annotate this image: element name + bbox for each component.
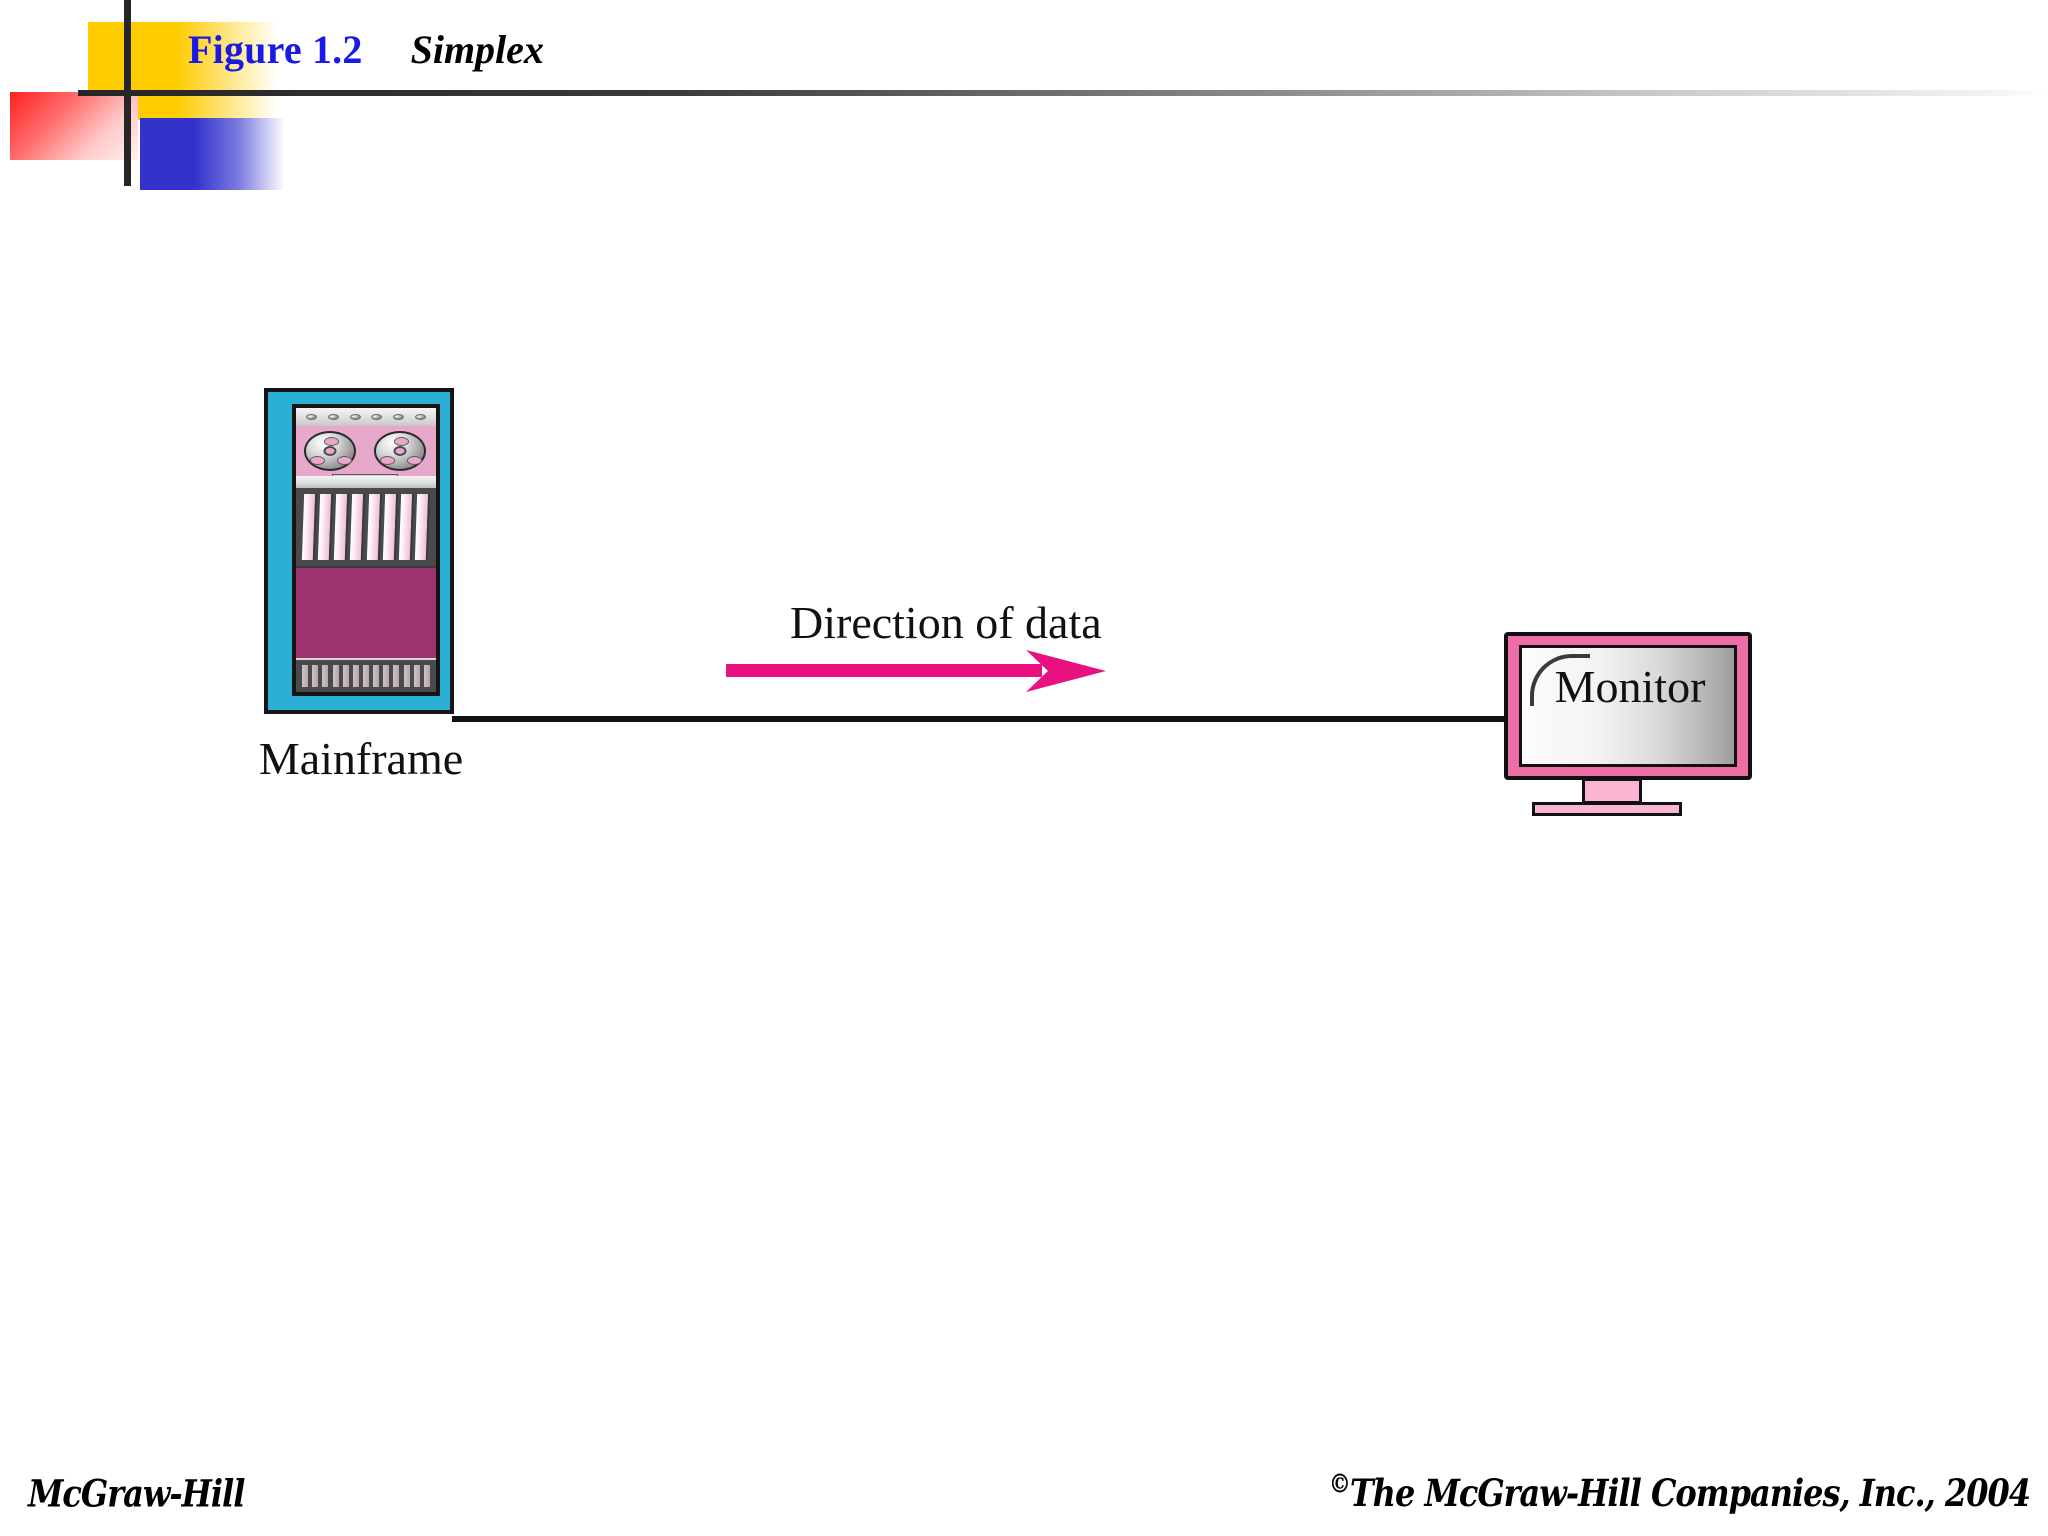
mainframe-knob-icon xyxy=(349,414,361,420)
mainframe-body-panel xyxy=(296,566,436,658)
decoration-block-red xyxy=(10,92,138,160)
reel-spoke xyxy=(324,437,339,446)
mainframe-slot xyxy=(402,664,411,688)
monitor-screen xyxy=(1519,645,1737,767)
mainframe-slot xyxy=(372,664,381,688)
mainframe-slot xyxy=(382,494,398,560)
mainframe-slot xyxy=(392,664,401,688)
footer-copyright-text: The McGraw-Hill Companies, Inc., 2004 xyxy=(1349,1471,2031,1516)
mainframe-tape-deck xyxy=(296,426,436,479)
mainframe-slot xyxy=(301,494,318,560)
mainframe-slot xyxy=(382,664,391,688)
mainframe-slot xyxy=(422,664,431,688)
mainframe-slot xyxy=(398,494,414,560)
mainframe-slot xyxy=(334,494,350,560)
monitor-label: Monitor xyxy=(1554,661,1706,712)
mainframe-slot xyxy=(414,494,431,560)
page-title: Figure 1.2 Simplex xyxy=(188,26,544,73)
reel-spoke xyxy=(394,437,409,446)
header-horizontal-rule xyxy=(78,90,2048,96)
tape-reel-icon xyxy=(374,431,426,471)
screen-glare-icon xyxy=(1530,654,1590,706)
mainframe-slot xyxy=(351,664,360,688)
reel-spoke xyxy=(407,456,422,465)
mainframe-slot xyxy=(361,664,370,688)
mainframe-icon xyxy=(264,388,454,714)
mainframe-cabinet xyxy=(264,388,454,714)
footer-copyright: ©The McGraw-Hill Companies, Inc., 2004 xyxy=(1328,1469,2031,1516)
reel-spoke xyxy=(310,456,325,465)
mainframe-knob-icon xyxy=(371,414,383,420)
mainframe-panel xyxy=(292,404,440,696)
mainframe-slot xyxy=(321,664,330,688)
mainframe-slot xyxy=(311,664,320,688)
mainframe-knob-icon xyxy=(306,414,318,420)
figure-number: Figure 1.2 xyxy=(188,27,363,72)
mainframe-slot xyxy=(301,664,310,688)
figure-title-text: Simplex xyxy=(410,27,544,72)
monitor-icon xyxy=(1504,632,1754,832)
data-direction-arrow-icon xyxy=(726,648,1106,694)
mainframe-upper-slot-row xyxy=(296,488,436,566)
monitor-stand-neck xyxy=(1582,778,1642,804)
mainframe-lower-slot-row xyxy=(296,658,436,692)
copyright-symbol: © xyxy=(1328,1469,1351,1500)
reel-spoke xyxy=(337,456,352,465)
mainframe-knob-icon xyxy=(414,414,426,420)
mainframe-slot xyxy=(318,494,334,560)
tape-reel-icon xyxy=(304,431,356,471)
direction-of-data-label: Direction of data xyxy=(790,597,1102,648)
decoration-block-blue xyxy=(140,118,285,190)
reel-spoke xyxy=(380,456,395,465)
footer-brand: McGraw-Hill xyxy=(28,1471,245,1516)
mainframe-slot xyxy=(412,664,421,688)
mainframe-knob-icon xyxy=(327,414,339,420)
monitor-case xyxy=(1504,632,1752,780)
mainframe-label: Mainframe xyxy=(258,733,464,784)
connection-line xyxy=(452,716,1514,722)
mainframe-knob-icon xyxy=(392,414,404,420)
mainframe-slot xyxy=(331,664,340,688)
mainframe-slot xyxy=(350,494,366,560)
mainframe-slot xyxy=(366,494,382,560)
mainframe-slot xyxy=(341,664,350,688)
mainframe-divider xyxy=(296,476,436,488)
mainframe-knob-row xyxy=(296,408,436,426)
monitor-stand-base xyxy=(1532,802,1682,816)
